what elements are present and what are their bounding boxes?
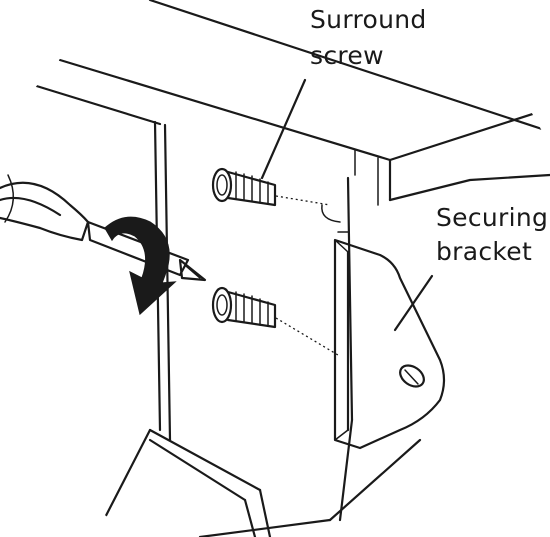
- surround-screw-label: Surround: [310, 5, 427, 34]
- lower-screw: [211, 286, 339, 356]
- securing-bracket: [333, 238, 446, 450]
- surround-frame: [28, 0, 550, 206]
- base-section: [93, 428, 422, 537]
- securing-bracket-leader: [393, 274, 434, 332]
- screwdriver: [0, 174, 207, 282]
- surround-screw-leader: [260, 78, 307, 180]
- bracket-slot: [399, 364, 425, 388]
- wall-panel: [153, 120, 354, 522]
- securing-bracket-label: Securing: [436, 203, 549, 232]
- securing-bracket-label-line2: bracket: [436, 237, 533, 266]
- rotation-arrow: [104, 216, 177, 316]
- upper-screw: [211, 167, 331, 207]
- surround-screw-label-line2: screw: [310, 41, 384, 70]
